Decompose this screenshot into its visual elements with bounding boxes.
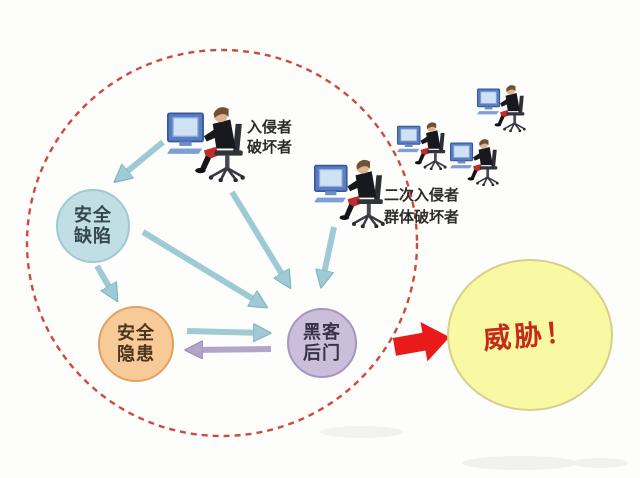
intruder-label-line1: 入侵者 [247,119,293,136]
person-at-computer-icon [477,77,532,132]
secondary-intruder-label-line1: 二次入侵者 [384,187,460,204]
red-arrow-icon [392,321,450,362]
person-at-computer-icon [397,114,453,170]
secondary-intruder-label: 二次入侵者 群体破坏者 [384,185,459,229]
arrow-secondary-to-backdoor [322,226,337,283]
dashed-boundary-ellipse [25,48,419,438]
threat-label: 威胁！ [482,315,578,355]
intruder-label: 入侵者 破坏者 [247,118,292,158]
arrow-backdoor-to-hazard [190,349,272,350]
node-security-defect-line2: 缺陷 [74,226,112,246]
node-security-hazard-line1: 安全 [117,323,155,343]
arrow-defect-to-hazard [94,264,115,297]
arrow-hazard-to-backdoor [186,331,266,333]
node-hacker-backdoor: 黑客 后门 [287,308,357,378]
arrow-intruder-to-backdoor [229,190,288,284]
person-at-computer-icon [167,94,255,182]
secondary-intruder-label-line2: 群体破坏者 [384,209,460,226]
person-at-computer-icon [314,148,394,228]
node-hacker-backdoor-line2: 后门 [303,343,341,363]
node-security-hazard-line2: 隐患 [117,344,155,364]
person-at-computer-icon [450,131,505,186]
arrow-intruder-to-defect [118,139,165,179]
node-security-defect-line1: 安全 [74,205,112,225]
node-security-hazard: 安全 隐患 [98,306,174,382]
node-security-defect: 安全 缺陷 [56,189,130,263]
node-hacker-backdoor-line1: 黑客 [303,322,341,342]
ground-shadows [320,426,628,470]
intruder-label-line2: 破坏者 [247,139,293,156]
arrow-defect-to-backdoor [141,229,263,305]
node-threat: 威胁！ [447,259,613,411]
